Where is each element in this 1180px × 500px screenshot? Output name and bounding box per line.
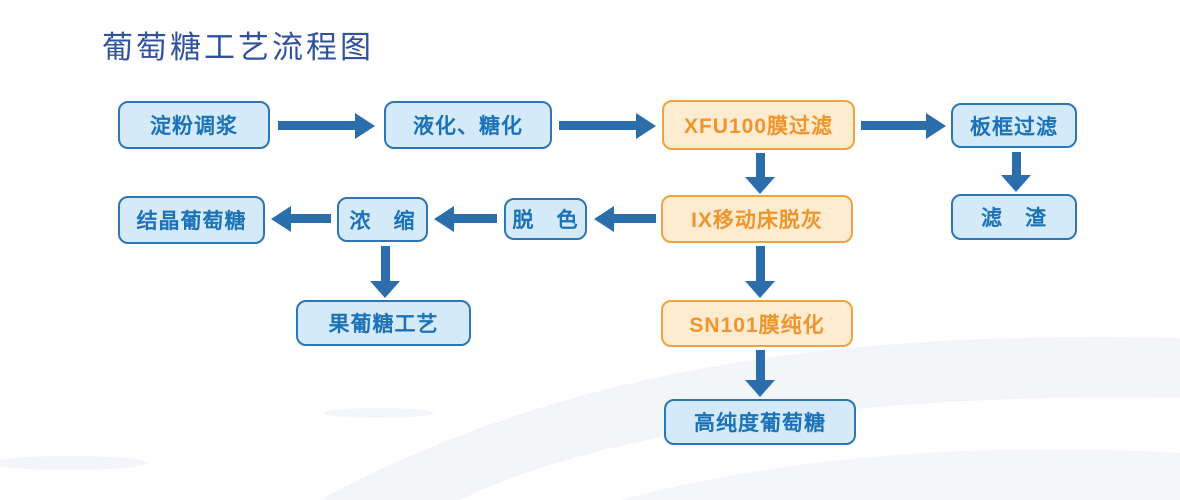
arrow-shaft xyxy=(278,121,359,130)
node-fructose-glucose-process: 果葡糖工艺 xyxy=(296,300,471,346)
arrow-shaft xyxy=(287,214,331,223)
arrow-head-down-icon xyxy=(370,281,400,298)
node-high-purity-glucose: 高纯度葡萄糖 xyxy=(664,399,856,445)
arrow-shaft xyxy=(755,246,765,282)
arrow-xfu100-to-plate-frame xyxy=(861,113,946,139)
page-title: 葡萄糖工艺流程图 xyxy=(102,30,374,66)
arrow-head-left-icon xyxy=(434,206,454,232)
node-plate-frame-filtration: 板框过滤 xyxy=(951,103,1077,148)
arrow-head-left-icon xyxy=(271,206,291,232)
arrow-shaft xyxy=(610,214,656,223)
node-filter-residue: 滤 渣 xyxy=(951,194,1077,240)
node-starch-slurry: 淀粉调浆 xyxy=(118,101,270,149)
arrow-decolorization-to-concentration xyxy=(434,206,497,232)
arrow-shaft xyxy=(450,214,497,223)
arrow-head-down-icon xyxy=(745,177,775,194)
arrow-head-left-icon xyxy=(594,206,614,232)
arrow-head-down-icon xyxy=(745,281,775,298)
arrow-shaft xyxy=(861,121,930,130)
arrow-shaft xyxy=(559,121,640,130)
arrow-sn101-to-high-purity xyxy=(745,350,775,397)
arrow-concentration-to-crystalline xyxy=(271,206,331,232)
arrow-shaft xyxy=(755,153,765,178)
node-concentration: 浓 缩 xyxy=(337,197,428,242)
arrow-starch-to-liquefaction xyxy=(278,113,375,139)
arrow-head-right-icon xyxy=(355,113,375,139)
node-xfu100-membrane-filtration: XFU100膜过滤 xyxy=(662,100,855,150)
arrow-ix-to-decolorization xyxy=(594,206,656,232)
arrow-head-down-icon xyxy=(1001,175,1031,192)
arrow-head-right-icon xyxy=(926,113,946,139)
node-ix-moving-bed-deashing: IX移动床脱灰 xyxy=(661,195,853,243)
node-crystalline-glucose: 结晶葡萄糖 xyxy=(118,196,265,244)
arrow-concentration-to-fructose xyxy=(370,246,400,298)
node-liquefaction-saccharification: 液化、糖化 xyxy=(384,101,552,149)
arrow-ix-to-sn101 xyxy=(745,246,775,298)
arrow-head-right-icon xyxy=(636,113,656,139)
arrow-shaft xyxy=(755,350,765,381)
arrow-xfu100-to-ix xyxy=(745,153,775,194)
arrow-head-down-icon xyxy=(745,380,775,397)
arrow-plate-frame-to-filter-residue xyxy=(1001,152,1031,192)
arrow-liquefaction-to-xfu100 xyxy=(559,113,656,139)
node-sn101-membrane-purification: SN101膜纯化 xyxy=(661,300,853,347)
arrow-shaft xyxy=(1011,152,1021,176)
node-decolorization: 脱 色 xyxy=(504,198,587,240)
arrow-shaft xyxy=(380,246,390,282)
